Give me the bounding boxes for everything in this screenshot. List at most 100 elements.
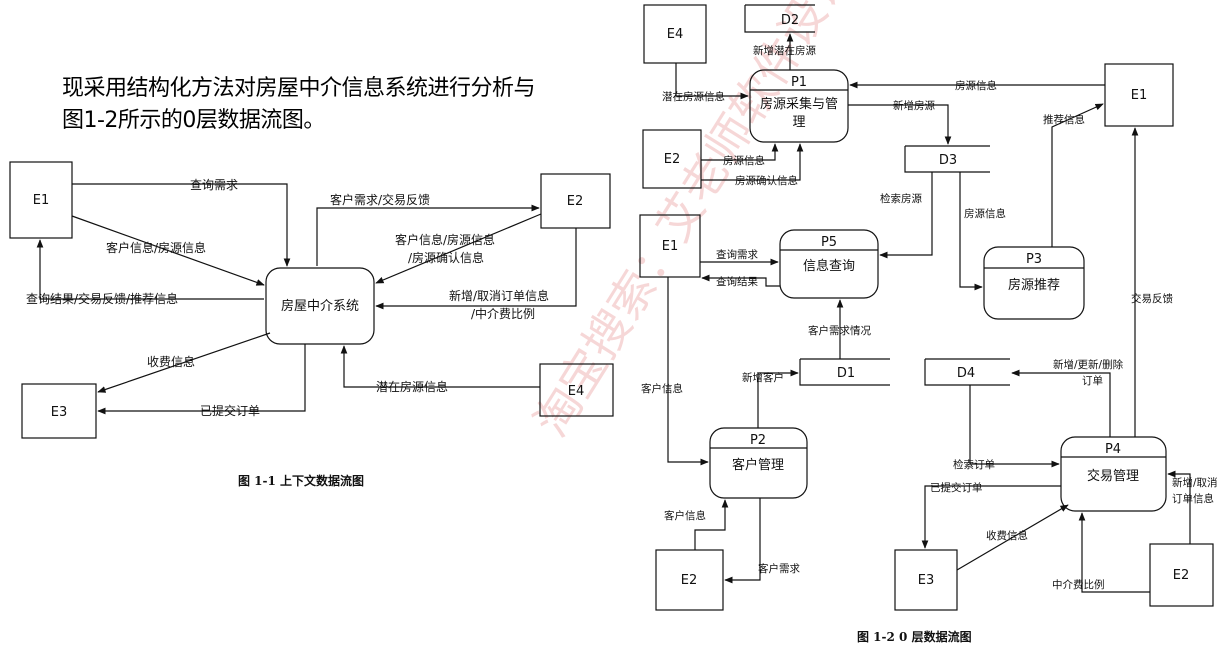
l0-store-d1-box bbox=[799, 358, 890, 386]
ctx-flow-e2-info bbox=[375, 213, 542, 284]
ctx-system-box bbox=[265, 267, 375, 345]
l0-label-potential-house: 潜在房源信息 bbox=[662, 90, 725, 103]
l0-store-d1: D1 bbox=[837, 366, 855, 381]
l0-label-new-update-delete-1: 新增/更新/删除 bbox=[1053, 358, 1124, 371]
l0-label-submitted-order: 已提交订单 bbox=[930, 481, 983, 494]
l0-label-new-potential-house: 新增潜在房源 bbox=[753, 44, 816, 57]
ctx-entity-e4: E4 bbox=[568, 384, 585, 399]
l0-flow-recommend bbox=[1051, 103, 1104, 247]
ctx-label-e2-info-2: /房源确认信息 bbox=[408, 250, 484, 265]
l0-label-client-need: 客户需求 bbox=[758, 562, 800, 575]
l0-entity-e3: E3 bbox=[918, 573, 935, 588]
l0-label-query-result: 查询结果 bbox=[716, 275, 758, 288]
l0-flow-house-info-d3p3 bbox=[959, 172, 983, 291]
l0-entity-e1b-box bbox=[639, 214, 701, 278]
l0-label-recommend: 推荐信息 bbox=[1043, 113, 1085, 126]
l0-process-p4-name: 交易管理 bbox=[1087, 468, 1139, 484]
level0-diagram bbox=[639, 4, 1214, 611]
l0-entity-e1b: E1 bbox=[662, 239, 679, 254]
ctx-system-label: 房屋中介系统 bbox=[281, 298, 359, 314]
l0-store-d3-box bbox=[904, 145, 990, 173]
l0-flow-potential-house bbox=[675, 63, 749, 100]
l0-label-retrieve-house: 检索房源 bbox=[880, 192, 922, 205]
l0-label-house-info-e1: 房源信息 bbox=[955, 79, 997, 92]
l0-label-trade-feedback: 交易反馈 bbox=[1131, 292, 1173, 305]
l0-process-p3-id: P3 bbox=[1026, 252, 1042, 267]
intro-line-1: 现采用结构化方法对房屋中介信息系统进行分析与 bbox=[62, 76, 536, 101]
l0-label-client-info-e1: 客户信息 bbox=[641, 382, 683, 395]
l0-flow-submitted-order bbox=[921, 485, 1061, 549]
ctx-label-potential-house: 潜在房源信息 bbox=[376, 379, 448, 394]
context-diagram-text: E1 E2 E3 E4 房屋中介系统 查询需求 客户信息/房源信息 查询结果/交… bbox=[26, 178, 584, 488]
ctx-label-order-info-2: /中介费比例 bbox=[471, 306, 535, 321]
ctx-flow-query-result bbox=[36, 239, 264, 300]
l0-process-p5-name: 信息查询 bbox=[803, 258, 855, 274]
l0-flow-house-info-e2 bbox=[701, 143, 779, 161]
l0-process-p3-name: 房源推荐 bbox=[1008, 277, 1060, 293]
ctx-label-client-house-info: 客户信息/房源信息 bbox=[106, 240, 206, 255]
l0-flow-agency-fee bbox=[1078, 512, 1150, 593]
l0-store-d4-box bbox=[924, 358, 1010, 386]
l0-label-new-cancel-2: 订单信息 bbox=[1172, 492, 1214, 505]
l0-process-p4-box bbox=[1060, 436, 1167, 512]
l0-label-client-need-status: 客户需求情况 bbox=[808, 324, 871, 337]
l0-entity-e2c-box bbox=[1149, 543, 1214, 607]
ctx-entity-e4-box bbox=[539, 363, 614, 417]
intro-line-2: 图1-2所示的0层数据流图。 bbox=[62, 108, 325, 133]
ctx-caption: 图 1-1 上下文数据流图 bbox=[238, 473, 364, 488]
l0-flow-new-client bbox=[757, 369, 799, 428]
l0-process-p1-box bbox=[749, 69, 849, 143]
l0-flow-client-info-e2 bbox=[694, 499, 729, 550]
l0-entity-e2a-box bbox=[642, 129, 702, 189]
l0-flow-query-result bbox=[701, 274, 780, 287]
l0-label-new-client: 新增客户 bbox=[742, 371, 784, 384]
ctx-entity-e1-box bbox=[9, 161, 73, 239]
l0-label-new-cancel-1: 新增/取消 bbox=[1172, 476, 1218, 489]
ctx-label-e2-info-1: 客户信息/房源信息 bbox=[395, 232, 495, 247]
ctx-entity-e2: E2 bbox=[567, 194, 584, 209]
l0-entity-e4-box bbox=[643, 4, 707, 64]
ctx-flow-fee-info bbox=[97, 332, 271, 393]
l0-entity-e2c: E2 bbox=[1173, 568, 1190, 583]
l0-label-fee-info: 收费信息 bbox=[986, 529, 1028, 542]
l0-process-p4-id: P4 bbox=[1105, 442, 1121, 457]
l0-entity-e2a: E2 bbox=[664, 152, 681, 167]
ctx-label-query-result: 查询结果/交易反馈/推荐信息 bbox=[26, 291, 178, 306]
ctx-flow-submitted-order bbox=[97, 344, 306, 415]
l0-flow-house-confirm bbox=[701, 143, 804, 181]
l0-process-p1-id: P1 bbox=[791, 75, 807, 90]
l0-store-d3: D3 bbox=[939, 153, 957, 168]
ctx-label-query-need: 查询需求 bbox=[190, 178, 238, 192]
l0-label-house-confirm: 房源确认信息 bbox=[735, 174, 798, 187]
l0-store-d4: D4 bbox=[957, 366, 975, 381]
l0-flow-client-need bbox=[724, 498, 761, 584]
ctx-entity-e3-box bbox=[21, 383, 97, 439]
l0-process-p3-box bbox=[983, 246, 1085, 320]
l0-process-p2-id: P2 bbox=[750, 433, 766, 448]
l0-entity-e2b-box bbox=[655, 549, 724, 611]
ctx-flow-client-need-feedback bbox=[316, 204, 540, 266]
l0-entity-e1a-box bbox=[1104, 63, 1174, 127]
l0-label-client-info-e2: 客户信息 bbox=[664, 509, 706, 522]
l0-process-p2-name: 客户管理 bbox=[732, 457, 784, 473]
l0-label-query-need: 查询需求 bbox=[716, 248, 758, 261]
watermark-text: 淘宝搜索：艾老师软件设计 bbox=[524, 0, 862, 446]
ctx-flow-potential-house bbox=[340, 345, 540, 388]
l0-label-new-house: 新增房源 bbox=[893, 99, 935, 112]
l0-flow-fee-info bbox=[956, 504, 1069, 571]
l0-flow-retrieve-house bbox=[879, 172, 933, 259]
ctx-label-submitted-order: 已提交订单 bbox=[200, 403, 260, 418]
l0-label-retrieve-order: 检索订单 bbox=[953, 458, 995, 471]
l0-entity-e4: E4 bbox=[667, 27, 684, 42]
l0-flow-retrieve-order bbox=[969, 385, 1060, 468]
ctx-flow-order-info bbox=[375, 228, 577, 310]
l0-process-p5-id: P5 bbox=[821, 235, 837, 250]
l0-store-d2: D2 bbox=[781, 13, 799, 28]
l0-flow-client-info-e1 bbox=[667, 277, 709, 466]
l0-entity-e2b: E2 bbox=[681, 573, 698, 588]
level0-diagram-text: E4 E1 E2 E1 E2 E3 E2 D2 D3 D1 D4 P1 房源采集… bbox=[641, 13, 1218, 644]
l0-flow-new-cancel-order bbox=[1167, 470, 1191, 544]
l0-label-house-info-e2: 房源信息 bbox=[723, 154, 765, 167]
ctx-entity-e1: E1 bbox=[33, 193, 50, 208]
